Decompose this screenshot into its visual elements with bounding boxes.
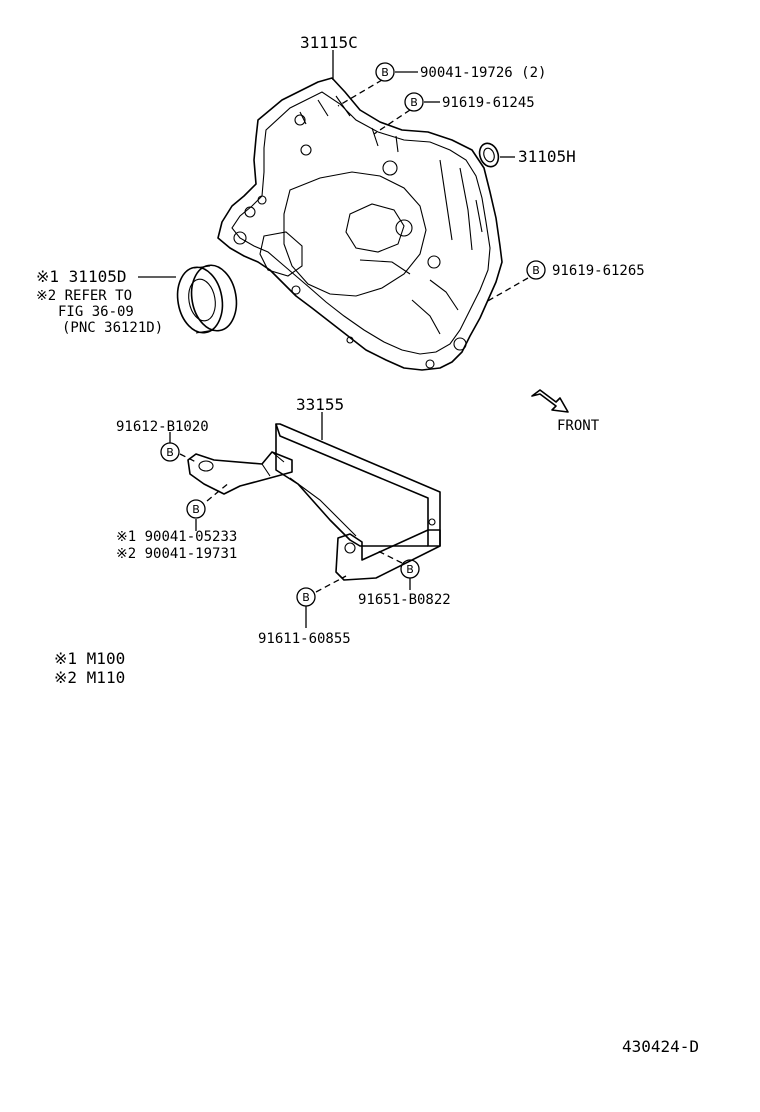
label-refer-pnc: (PNC 36121D) [62,320,163,336]
svg-text:B: B [410,96,418,109]
label-91611-60855: 91611-60855 [258,631,351,647]
front-label: FRONT [557,418,600,434]
svg-text:B: B [406,563,414,576]
oil-seal-31105D-drawing [176,264,238,334]
label-33155: 33155 [296,395,344,414]
svg-text:B: B [532,264,540,277]
label-refer-fig: FIG 36-09 [58,304,134,320]
bolt-mark-91619-61265: B [526,260,546,280]
svg-text:B: B [166,446,174,459]
svg-text:B: B [192,503,200,516]
front-arrow-icon [531,389,569,413]
label-91619-61265: 91619-61265 [552,263,645,279]
label-refer-to: ※2 REFER TO [36,288,132,304]
label-91619-61245: 91619-61245 [442,95,535,111]
svg-text:B: B [302,591,310,604]
label-31115C: 31115C [300,33,358,52]
label-91612-B1020: 91612-B1020 [116,419,209,435]
note-m100: ※1 M100 [54,649,125,668]
label-31105D: ※1 31105D [36,267,126,286]
bolt-mark-91611-60855: B [296,587,316,607]
note-m110: ※2 M110 [54,668,125,687]
bolt-mark-90041-19726: B [375,62,395,82]
bolt-mark-91619-61245: B [404,92,424,112]
transmission-case-drawing [217,77,503,371]
bracket-33155-drawing [187,423,441,581]
label-31105H: 31105H [518,147,576,166]
bolt-mark-90041-05233: B [186,499,206,519]
oil-seal-31105H-drawing [478,142,500,168]
label-90041-19726: 90041-19726 (2) [420,65,546,81]
label-91651-B0822: 91651-B0822 [358,592,451,608]
label-90041-05233: ※1 90041-05233 [116,529,237,545]
svg-text:B: B [381,66,389,79]
label-90041-19731: ※2 90041-19731 [116,546,237,562]
bolt-mark-91612-B1020: B [160,442,180,462]
diagram-code: 430424-D [622,1037,699,1056]
bolt-mark-91651-B0822: B [400,559,420,579]
